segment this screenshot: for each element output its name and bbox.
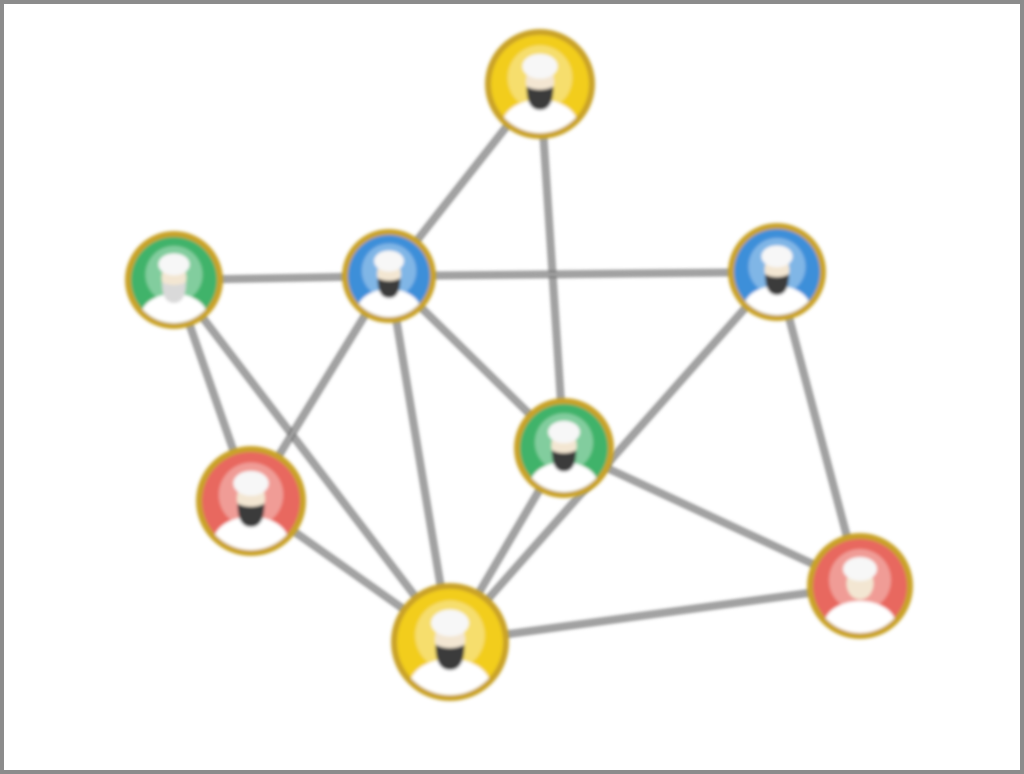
edge-center-left-bottom — [385, 272, 454, 646]
portrait-icon — [213, 462, 289, 550]
node-center[interactable] — [514, 398, 614, 507]
portrait-icon — [357, 243, 421, 317]
node-center-left[interactable] — [342, 229, 436, 331]
node-top[interactable] — [485, 29, 595, 150]
node-lower-right[interactable] — [807, 533, 913, 649]
portrait-icon — [530, 413, 598, 492]
edge-top-center — [536, 80, 568, 452]
edge-bottom-lower-right — [446, 582, 864, 646]
node-right[interactable] — [728, 223, 826, 330]
portrait-icon — [824, 549, 896, 633]
node-lower-left[interactable] — [196, 446, 306, 567]
edge-left-bottom — [170, 276, 454, 646]
node-left[interactable] — [125, 231, 223, 338]
edge-right-lower-right — [773, 268, 864, 590]
portrait-icon — [502, 45, 578, 133]
node-layer — [125, 29, 913, 713]
node-bottom[interactable] — [391, 583, 509, 713]
edge-center-left-right — [385, 268, 781, 280]
portrait-icon — [409, 600, 491, 695]
edge-right-bottom — [446, 268, 781, 646]
edge-layer — [170, 80, 864, 646]
network-graph — [125, 29, 913, 713]
edge-center-lower-right — [560, 444, 864, 590]
portrait-icon — [743, 237, 811, 315]
portrait-icon — [140, 245, 208, 323]
